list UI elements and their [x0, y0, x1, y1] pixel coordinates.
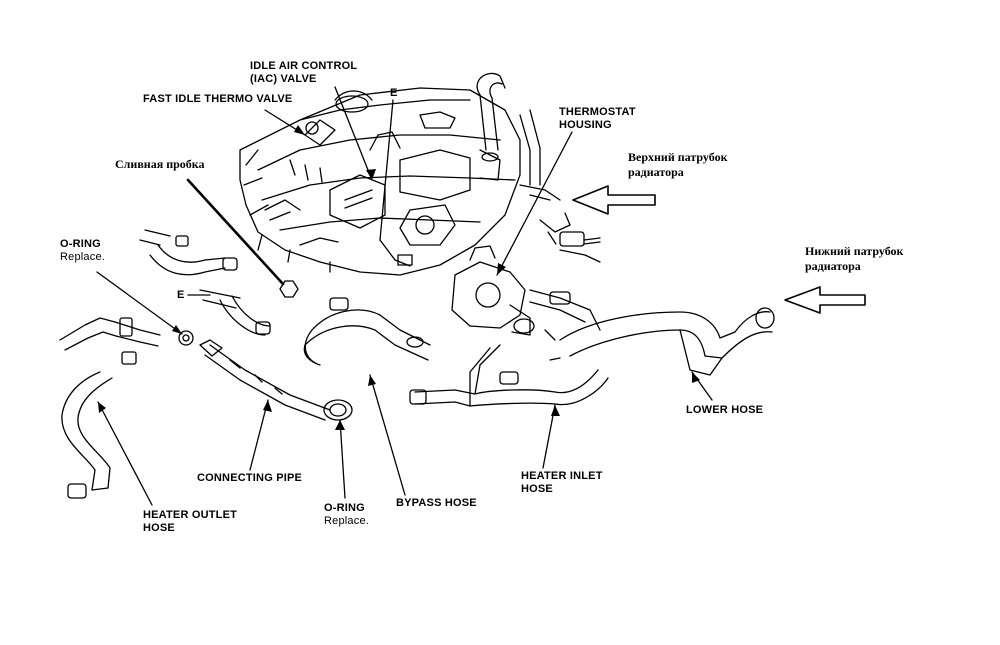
upper-radiator-hose-label-line2: радиатора	[628, 165, 684, 179]
heater-outlet-hose-label-line1: HEATER OUTLET	[143, 509, 238, 521]
drain-plug-label: Сливная пробка	[115, 157, 205, 171]
oring-left-pointer	[96, 271, 183, 335]
upper-radiator-hose-label: Верхний патрубок радиатора	[628, 150, 728, 180]
callout-arrowheads	[98, 125, 700, 430]
thermostat-housing-label: THERMOSTAT HOUSING	[559, 106, 636, 132]
engine-block	[239, 87, 521, 276]
heater-inlet-hose-label-line2: HOSE	[521, 483, 553, 495]
e-left-label: E	[177, 289, 185, 301]
e-top-label: E	[390, 87, 398, 99]
heater-outlet-hose-label: HEATER OUTLET HOSE	[143, 509, 237, 535]
heater-inlet-hose-drawing	[409, 344, 609, 407]
lower-radiator-hose-arrow	[784, 286, 866, 314]
oring-left-note: Replace.	[60, 251, 106, 263]
iac-valve-label: IDLE AIR CONTROL (IAC) VALVE	[250, 60, 357, 86]
connecting-pipe-label: CONNECTING PIPE	[197, 472, 303, 484]
thermostat-housing-drawing	[451, 245, 535, 336]
bypass-hose-drawing	[303, 297, 431, 366]
heater-outlet-pointer	[97, 401, 153, 506]
oring-bottom-pointer	[339, 419, 346, 499]
heater-outlet-hose-label-line2: HOSE	[143, 522, 175, 534]
iac-valve-pointer	[334, 86, 373, 181]
iac-valve-label-line2: (IAC) VALVE	[250, 73, 317, 85]
thermostat-housing-label-line1: THERMOSTAT	[559, 106, 636, 118]
fast-idle-label: FAST IDLE THERMO VALVE	[143, 93, 293, 105]
oring-bottom-label: O-RING	[324, 502, 365, 514]
small-hoses-left	[139, 199, 301, 336]
connecting-pipe-drawing	[199, 339, 353, 421]
drain-plug-pointer	[186, 178, 285, 286]
oring-left-label: O-RING	[60, 238, 101, 250]
e-top-pointer	[379, 99, 394, 241]
lower-hose-drawing	[529, 289, 775, 376]
lower-radiator-hose-label-line2: радиатора	[805, 259, 861, 273]
iac-valve-label-line1: IDLE AIR CONTROL	[250, 60, 358, 72]
callout-lines	[96, 86, 713, 506]
upper-radiator-hose-arrow	[572, 185, 656, 215]
lower-radiator-hose-label: Нижний патрубок радиатора	[805, 244, 903, 274]
thermostat-housing-label-line2: HOUSING	[559, 119, 612, 131]
bypass-hose-pointer	[369, 374, 406, 496]
thermostat-pointer	[496, 131, 573, 276]
lower-hose-label: LOWER HOSE	[686, 404, 764, 416]
heater-inlet-hose-label-line1: HEATER INLET	[521, 470, 603, 482]
lower-radiator-hose-label-line1: Нижний патрубок	[805, 244, 904, 258]
heater-inlet-hose-label: HEATER INLET HOSE	[521, 470, 603, 496]
upper-radiator-hose-label-line1: Верхний патрубок	[628, 150, 728, 164]
bypass-hose-label: BYPASS HOSE	[396, 497, 477, 509]
drain-plug-nut	[279, 280, 299, 298]
heater-outlet-hose-drawing	[59, 317, 194, 499]
upper-hoses	[476, 72, 601, 263]
connecting-pipe-pointer	[249, 399, 269, 471]
oring-bottom-note: Replace.	[324, 515, 370, 527]
